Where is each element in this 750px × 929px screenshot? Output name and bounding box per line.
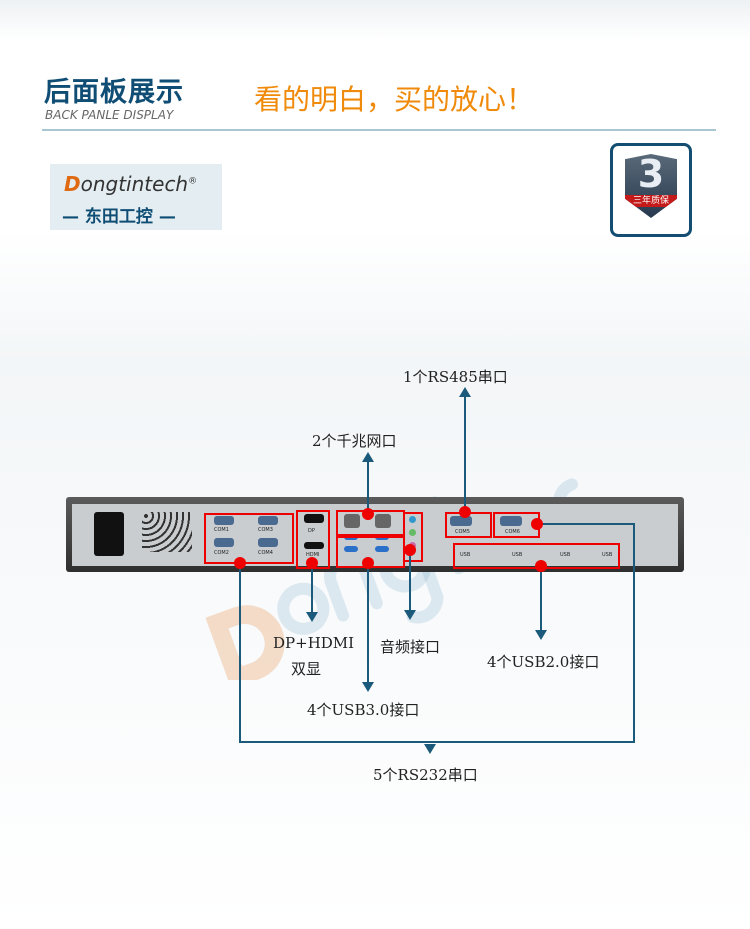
audio-jack [409,529,416,536]
lan-port [344,514,360,528]
lan-port [375,514,391,528]
highlight-audio-ports [403,512,423,562]
audio-jack [409,516,416,523]
com5-port [450,516,472,526]
vent [142,512,192,552]
com1-port [214,516,234,525]
com1-label: COM1 [214,527,229,533]
dp-port [304,514,324,523]
callout-dual-display: 双显 [291,660,322,678]
callout-lan: 2个千兆网口 [312,432,397,450]
com4-port [258,538,278,547]
callout-dp-hdmi: DP+HDMI [273,634,355,652]
slogan: 看的明白，买的放心！ [254,83,535,116]
warranty-text: 三年质保 [625,195,677,207]
usb2-label: USB [560,552,571,558]
com6-label: COM6 [505,529,520,535]
warranty-years: 3 [637,154,665,194]
highlight-com-ports [204,513,294,564]
divider [42,129,716,131]
com3-port [258,516,278,525]
com6-port [500,516,522,526]
brand-chinese-name: — 东田工控 — [62,207,176,227]
usb2-label: USB [460,552,471,558]
callout-rs232: 5个RS232串口 [373,766,478,784]
com2-port [214,538,234,547]
com2-label: COM2 [214,550,229,556]
usb3-port [344,546,358,552]
com3-label: COM3 [258,527,273,533]
brand-logo: Dongtintech® — 东田工控 — [50,164,222,230]
warranty-badge: 3 三年质保 [610,143,692,237]
com5-label: COM5 [455,529,470,535]
callout-usb2: 4个USB2.0接口 [487,653,600,671]
page-title: 后面板展示 [44,77,184,108]
callout-rs485: 1个RS485串口 [403,368,508,386]
page-subtitle: BACK PANLE DISPLAY [45,108,174,122]
dp-label: DP [308,528,315,534]
usb2-label: USB [602,552,613,558]
callout-usb3: 4个USB3.0接口 [307,701,420,719]
power-socket [94,512,124,556]
usb2-label: USB [512,552,523,558]
hdmi-label: HDMI [306,552,320,558]
hdmi-port [304,542,324,549]
com4-label: COM4 [258,550,273,556]
usb3-port [375,546,389,552]
brand-name: Dongtintech® [64,172,198,196]
callout-audio: 音频接口 [380,638,441,656]
